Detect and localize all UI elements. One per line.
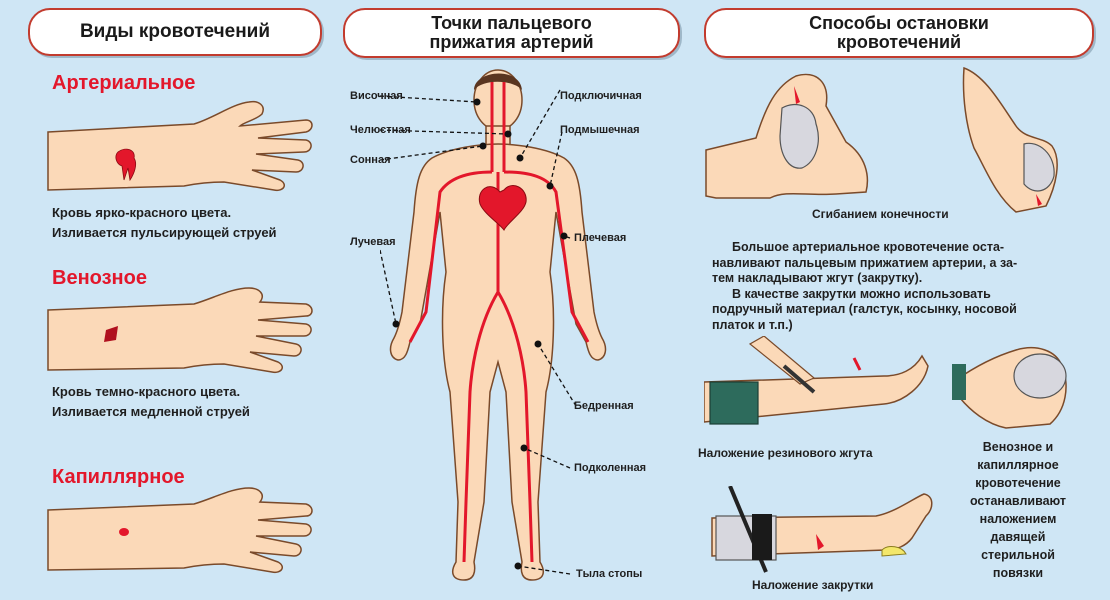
header-text: Способы остановки: [809, 13, 989, 34]
arm-arterial-illustration: [47, 100, 313, 192]
venous-note: Венозное и капиллярное кровотечение оста…: [946, 438, 1090, 582]
note-line: повязки: [992, 566, 1044, 580]
header-text: Виды кровотечений: [79, 21, 271, 43]
desc-line: Кровь темно-красного цвета.: [52, 384, 241, 399]
caption-twist: Наложение закрутки: [752, 578, 874, 592]
pressure-bandage-illustration: [952, 346, 1067, 429]
para-line: навливают пальцевым прижатием артерии, а…: [712, 255, 1018, 270]
label-carotid: Сонная: [350, 154, 391, 166]
label-temporal: Височная: [350, 90, 403, 102]
note-line: давящей: [990, 530, 1046, 544]
note-line: останавливают: [969, 494, 1067, 508]
type-desc-venous: Кровь темно-красного цвета. Изливается м…: [52, 382, 250, 422]
twist-illustration: [711, 486, 933, 573]
arm-venous-illustration: [47, 287, 313, 374]
body-illustration: [380, 69, 607, 581]
type-title-arterial: Артериальное: [52, 72, 196, 94]
header-pressure-points: Точки пальцевого прижатия артерий: [343, 8, 680, 58]
label-foot: Тыла стопы: [576, 568, 643, 580]
type-title-capillary: Капиллярное: [52, 466, 185, 488]
label-axillary: Подмышечная: [560, 124, 640, 136]
para-line: платок и т.п.): [712, 317, 793, 332]
method-paragraph: Большое артериальное кровотечение оста- …: [712, 240, 1092, 333]
label-brachial: Плечевая: [574, 232, 627, 244]
header-text: Точки пальцевого: [431, 13, 592, 34]
header-stopping-methods: Способы остановки кровотечений: [704, 8, 1094, 58]
tourniquet-illustration: [704, 336, 929, 425]
para-line: тем накладывают жгут (закрутку).: [712, 271, 923, 285]
header-text: кровотечений: [836, 32, 962, 52]
desc-line: Кровь ярко-красного цвета.: [52, 205, 232, 220]
label-subclavian: Подключичная: [560, 90, 642, 102]
para-line: Большое артериальное кровотечение оста-: [732, 240, 1005, 254]
note-line: Венозное и: [982, 440, 1054, 454]
desc-line: Изливается пульсирующей струей: [52, 225, 277, 240]
flexion-illustration: [705, 66, 1058, 213]
header-bleeding-types: Виды кровотечений: [28, 8, 322, 56]
label-radial: Лучевая: [350, 236, 396, 248]
label-jaw: Челюстная: [350, 124, 411, 136]
caption-flexion: Сгибанием конечности: [812, 207, 949, 221]
desc-line: Изливается медленной струей: [52, 404, 250, 419]
note-line: капиллярное: [977, 458, 1059, 472]
label-femoral: Бедренная: [574, 400, 634, 412]
note-line: кровотечение: [975, 476, 1061, 490]
type-title-venous: Венозное: [52, 267, 147, 289]
label-popliteal: Подколенная: [574, 462, 647, 474]
para-line: подручный материал (галстук, косынку, но…: [712, 302, 1017, 316]
note-line: наложением: [979, 512, 1057, 526]
note-line: стерильной: [981, 548, 1055, 562]
caption-tourniquet: Наложение резинового жгута: [698, 446, 873, 460]
para-line: В качестве закрутки можно использовать: [732, 286, 991, 301]
type-desc-arterial: Кровь ярко-красного цвета. Изливается пу…: [52, 203, 277, 243]
arm-capillary-illustration: [47, 487, 313, 574]
header-text: прижатия артерий: [429, 32, 594, 52]
